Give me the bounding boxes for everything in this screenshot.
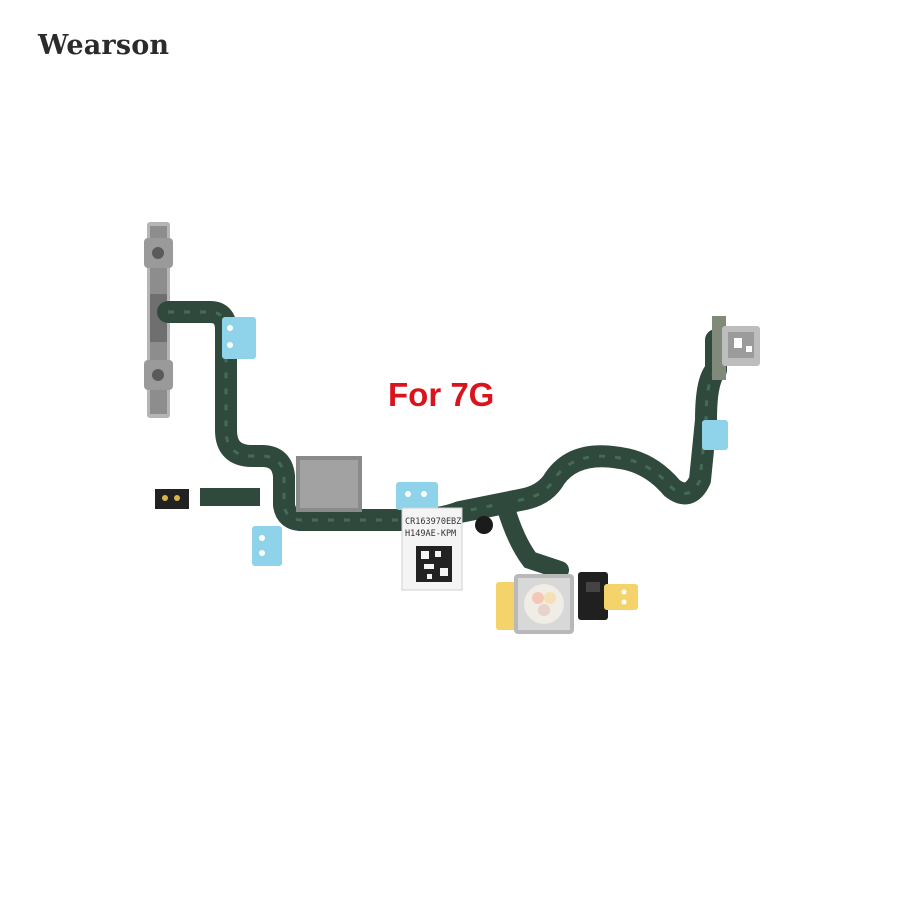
sticker-line-1: CR163970EBZ — [405, 517, 461, 527]
right-power-bracket — [712, 316, 760, 380]
flash-module — [496, 574, 574, 634]
model-label: For 7G — [388, 376, 495, 413]
screw-hole — [475, 516, 493, 534]
proximity-sensor — [578, 572, 638, 620]
sticker-line-2: H149AE-KPM — [405, 529, 456, 539]
serial-sticker: CR163970EBZ H149AE-KPM — [401, 507, 463, 591]
brand-logo-text: Wearson — [38, 30, 170, 61]
metal-shield-plate — [296, 456, 362, 512]
left-contact-pad — [155, 488, 260, 509]
